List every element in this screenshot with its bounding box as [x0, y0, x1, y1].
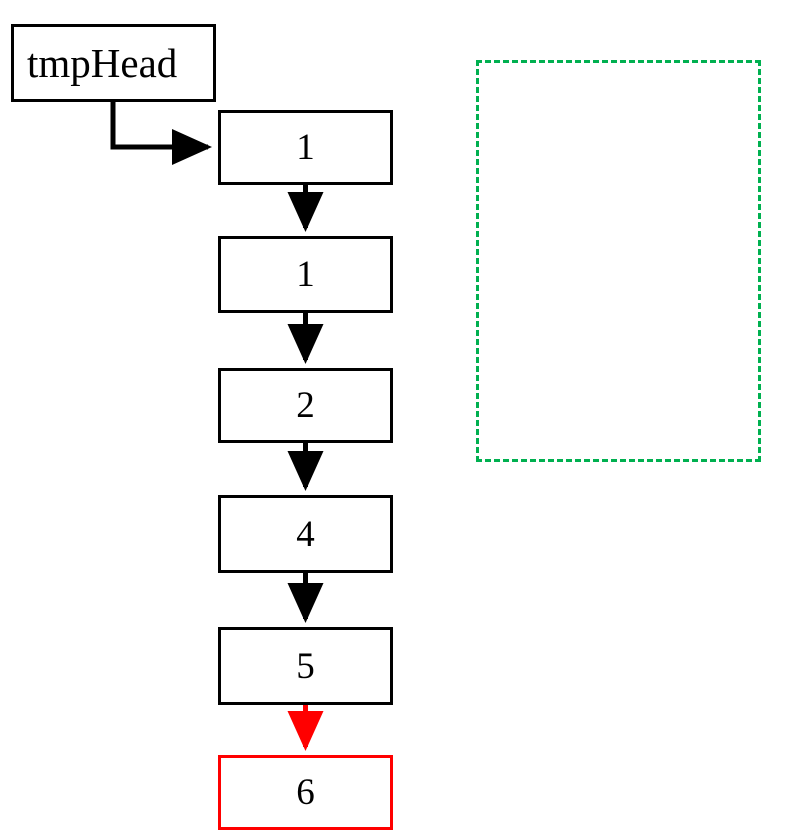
node-2[interactable]: 1 — [218, 236, 393, 313]
node-2-label: 1 — [296, 254, 315, 295]
node-4[interactable]: 4 — [218, 495, 393, 573]
tmpHead-pointer-label: tmpHead — [27, 39, 178, 86]
node-5-label: 5 — [296, 645, 315, 687]
node-3-label: 2 — [296, 385, 315, 426]
node-4-label: 4 — [296, 513, 315, 555]
node-1-label: 1 — [296, 127, 315, 168]
node-1[interactable]: 1 — [218, 110, 393, 185]
node-6[interactable]: 6 — [218, 755, 393, 830]
edge-tmpHead-to-node-1 — [110, 102, 213, 165]
tmpHead-pointer[interactable]: tmpHead — [11, 24, 216, 102]
node-6-label: 6 — [296, 772, 315, 813]
empty-dashed-region — [476, 60, 761, 462]
node-5[interactable]: 5 — [218, 627, 393, 705]
node-3[interactable]: 2 — [218, 368, 393, 443]
